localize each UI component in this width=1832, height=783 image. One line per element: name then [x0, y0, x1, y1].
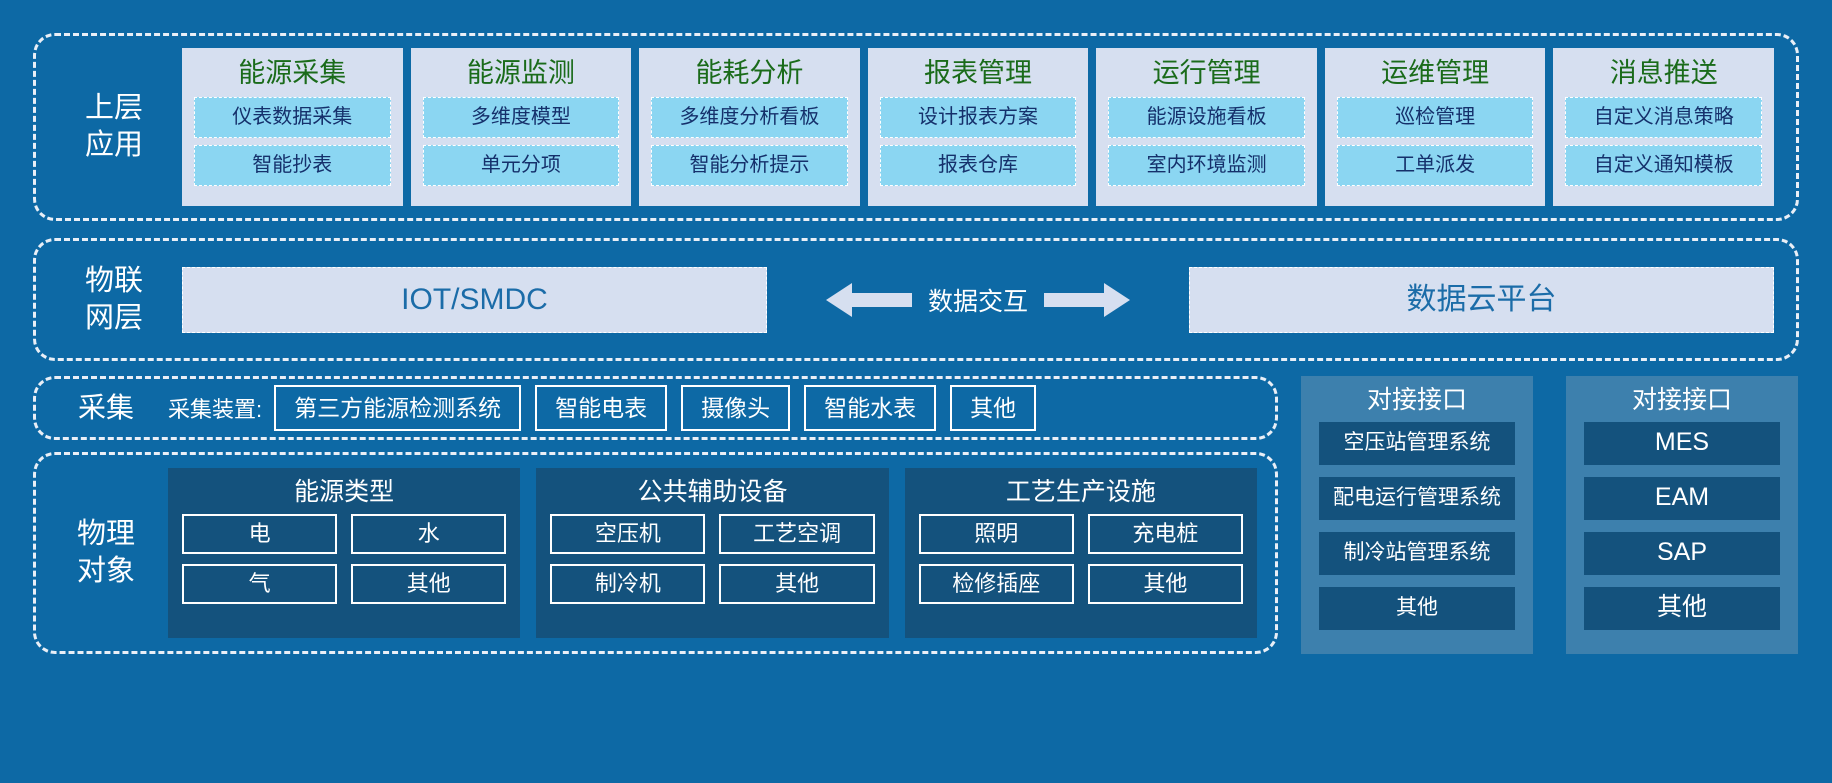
app-column-title: 能耗分析 [695, 58, 804, 88]
app-item[interactable]: 工单派发 [1336, 145, 1534, 186]
app-column-title: 运行管理 [1152, 58, 1261, 88]
collection-device-item[interactable]: 摄像头 [681, 385, 791, 431]
app-item[interactable]: 设计报表方案 [879, 97, 1077, 138]
collection-device-item[interactable]: 其他 [950, 385, 1037, 431]
app-column-title: 报表管理 [924, 58, 1033, 88]
layer-physical-objects: 物理 对象 能源类型 电 水 气 其他 公共辅助设备 空压机 工艺空调 制冷机 … [33, 452, 1278, 654]
interface-item[interactable]: 制冷站管理系统 [1319, 532, 1515, 575]
app-item[interactable]: 仪表数据采集 [194, 97, 391, 138]
physical-item[interactable]: 充电桩 [1087, 514, 1243, 554]
physical-group-public-auxiliary-equipment[interactable]: 公共辅助设备 空压机 工艺空调 制冷机 其他 [536, 468, 889, 638]
collection-device-list: 第三方能源检测系统 智能电表 摄像头 智能水表 其他 [274, 385, 1037, 431]
app-column-energy-collection[interactable]: 能源采集 仪表数据采集 智能抄表 [182, 48, 403, 206]
data-cloud-platform-box[interactable]: 数据云平台 [1189, 266, 1774, 333]
layer-collection: 采集 采集装置: 第三方能源检测系统 智能电表 摄像头 智能水表 其他 [33, 376, 1278, 440]
physical-group-title: 工艺生产设施 [1005, 478, 1156, 506]
layer-iot: 物联 网层 IOT/SMDC 数据交互 数据云平台 [33, 238, 1799, 361]
arrow-right-icon [1044, 282, 1130, 317]
physical-item[interactable]: 其他 [1087, 564, 1243, 604]
data-exchange-group: 数据交互 [767, 280, 1189, 320]
physical-item[interactable]: 工艺空调 [719, 514, 875, 554]
app-column-operation-management[interactable]: 运行管理 能源设施看板 室内环境监测 [1096, 48, 1317, 206]
iot-row: IOT/SMDC 数据交互 数据云平台 [182, 241, 1774, 358]
interface-panel-enterprise: 对接接口 MES EAM SAP 其他 [1566, 376, 1798, 654]
app-item[interactable]: 能源设施看板 [1108, 97, 1305, 138]
app-column-maintenance-management[interactable]: 运维管理 巡检管理 工单派发 [1324, 48, 1546, 206]
physical-item[interactable]: 其他 [351, 564, 507, 604]
interface-item[interactable]: 空压站管理系统 [1319, 422, 1515, 465]
collection-device-item[interactable]: 智能电表 [535, 385, 668, 431]
physical-group-grid: 空压机 工艺空调 制冷机 其他 [550, 514, 875, 604]
physical-group-energy-types[interactable]: 能源类型 电 水 气 其他 [168, 468, 521, 638]
interface-item[interactable]: EAM [1584, 477, 1780, 520]
app-item[interactable]: 多维度模型 [422, 97, 620, 138]
physical-group-title: 能源类型 [294, 478, 395, 506]
application-columns: 能源采集 仪表数据采集 智能抄表 能源监测 多维度模型 单元分项 能耗分析 多维… [182, 48, 1775, 206]
collection-device-item[interactable]: 第三方能源检测系统 [274, 385, 522, 431]
app-column-consumption-analysis[interactable]: 能耗分析 多维度分析看板 智能分析提示 [639, 48, 860, 206]
physical-item[interactable]: 气 [182, 564, 338, 604]
app-column-title: 能源采集 [238, 58, 347, 88]
app-item[interactable]: 报表仓库 [879, 145, 1077, 186]
app-column-title: 运维管理 [1381, 58, 1490, 88]
layer-collection-label: 采集 [77, 392, 134, 424]
app-column-report-management[interactable]: 报表管理 设计报表方案 报表仓库 [867, 48, 1089, 206]
arrow-left-icon [825, 282, 912, 317]
app-column-message-push[interactable]: 消息推送 自定义消息策略 自定义通知模板 [1553, 48, 1775, 206]
app-item[interactable]: 室内环境监测 [1108, 145, 1305, 186]
app-item[interactable]: 单元分项 [422, 145, 620, 186]
interface-item[interactable]: 其他 [1584, 587, 1780, 630]
app-item[interactable]: 多维度分析看板 [651, 97, 848, 138]
app-column-title: 能源监测 [466, 58, 575, 88]
collection-device-item[interactable]: 智能水表 [804, 385, 937, 431]
physical-item[interactable]: 检修插座 [918, 564, 1074, 604]
layer-physical-objects-label: 物理 对象 [76, 518, 135, 587]
physical-item[interactable]: 制冷机 [550, 564, 706, 604]
interface-item[interactable]: MES [1584, 422, 1780, 465]
interface-item[interactable]: 配电运行管理系统 [1319, 477, 1515, 520]
layer-iot-label: 物联 网层 [84, 264, 143, 334]
app-item[interactable]: 自定义通知模板 [1565, 145, 1763, 186]
layer-application-label: 上层 应用 [84, 92, 143, 161]
interface-panel-title: 对接接口 [1631, 386, 1732, 414]
interface-item[interactable]: 其他 [1319, 587, 1515, 630]
physical-item[interactable]: 电 [182, 514, 338, 554]
interface-panel-title: 对接接口 [1366, 386, 1467, 414]
interface-item[interactable]: SAP [1584, 532, 1780, 575]
physical-group-grid: 照明 充电桩 检修插座 其他 [918, 514, 1243, 604]
app-item[interactable]: 智能抄表 [194, 145, 391, 186]
physical-group-process-production-facilities[interactable]: 工艺生产设施 照明 充电桩 检修插座 其他 [904, 468, 1257, 638]
app-column-title: 消息推送 [1609, 58, 1718, 88]
physical-object-groups: 能源类型 电 水 气 其他 公共辅助设备 空压机 工艺空调 制冷机 其他 工艺生… [168, 468, 1257, 638]
physical-group-grid: 电 水 气 其他 [182, 514, 507, 604]
iot-platform-box[interactable]: IOT/SMDC [182, 266, 767, 333]
physical-item[interactable]: 照明 [918, 514, 1074, 554]
data-exchange-label: 数据交互 [927, 287, 1028, 316]
app-item[interactable]: 智能分析提示 [651, 145, 848, 186]
app-item[interactable]: 自定义消息策略 [1565, 97, 1763, 138]
physical-item[interactable]: 其他 [719, 564, 875, 604]
collection-device-label: 采集装置: [168, 397, 263, 422]
layer-application: 上层 应用 能源采集 仪表数据采集 智能抄表 能源监测 多维度模型 单元分项 能… [33, 33, 1799, 221]
interface-panel-systems: 对接接口 空压站管理系统 配电运行管理系统 制冷站管理系统 其他 [1301, 376, 1533, 654]
physical-item[interactable]: 空压机 [550, 514, 706, 554]
app-column-energy-monitoring[interactable]: 能源监测 多维度模型 单元分项 [410, 48, 632, 206]
app-item[interactable]: 巡检管理 [1336, 97, 1534, 138]
physical-group-title: 公共辅助设备 [637, 478, 788, 506]
physical-item[interactable]: 水 [351, 514, 507, 554]
